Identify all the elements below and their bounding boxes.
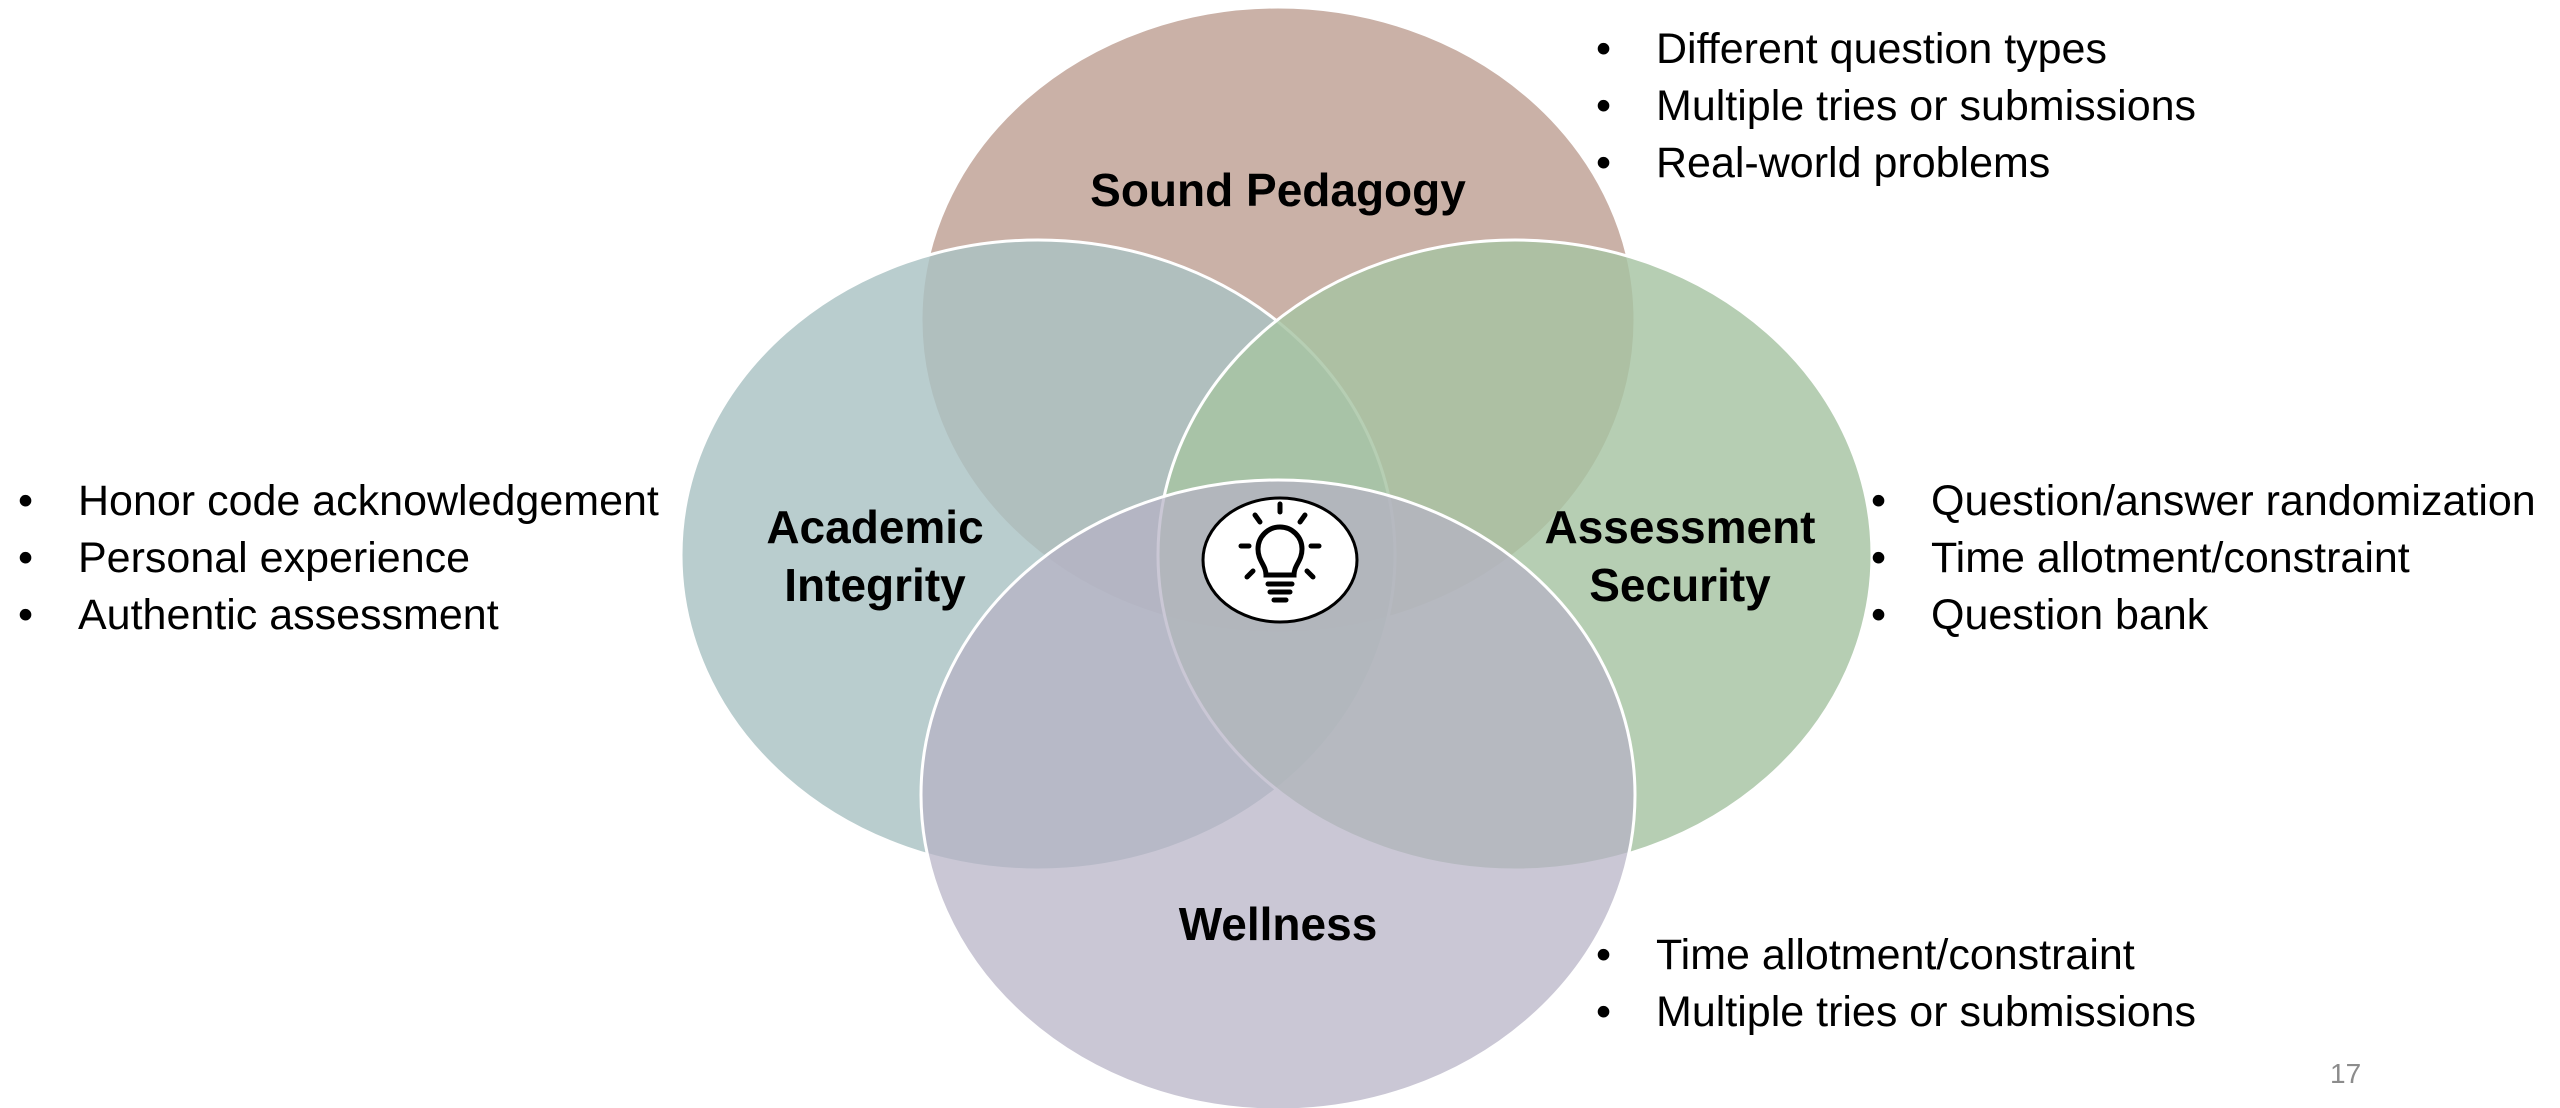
list-item: Personal experience	[18, 530, 659, 587]
assessment-security-label: Assessment Security	[1530, 498, 1830, 614]
assessment-security-bullets: Question/answer randomization Time allot…	[1871, 473, 2536, 644]
list-item: Authentic assessment	[18, 587, 659, 644]
assessment-security-label-line1: Assessment	[1544, 501, 1816, 553]
wellness-label: Wellness	[1178, 898, 1378, 950]
list-item: Time allotment/constraint	[1596, 927, 2196, 984]
academic-integrity-label-line1: Academic	[766, 501, 984, 553]
list-item: Honor code acknowledgement	[18, 473, 659, 530]
list-item: Question/answer randomization	[1871, 473, 2536, 530]
assessment-security-label-line2: Security	[1589, 559, 1771, 611]
wellness-bullets: Time allotment/constraint Multiple tries…	[1596, 927, 2196, 1041]
sound-pedagogy-bullets: Different question types Multiple tries …	[1596, 21, 2196, 192]
lightbulb-icon	[1201, 496, 1359, 624]
academic-integrity-bullets: Honor code acknowledgement Personal expe…	[18, 473, 659, 644]
list-item: Real-world problems	[1596, 135, 2196, 192]
list-item: Multiple tries or submissions	[1596, 984, 2196, 1041]
list-item: Question bank	[1871, 587, 2536, 644]
academic-integrity-label-line2: Integrity	[784, 559, 966, 611]
sound-pedagogy-label: Sound Pedagogy	[1090, 164, 1466, 216]
list-item: Time allotment/constraint	[1871, 530, 2536, 587]
academic-integrity-label: Academic Integrity	[725, 498, 1025, 614]
list-item: Multiple tries or submissions	[1596, 78, 2196, 135]
list-item: Different question types	[1596, 21, 2196, 78]
page-number: 17	[2330, 1058, 2362, 1089]
wellness-circle	[919, 478, 1637, 1108]
